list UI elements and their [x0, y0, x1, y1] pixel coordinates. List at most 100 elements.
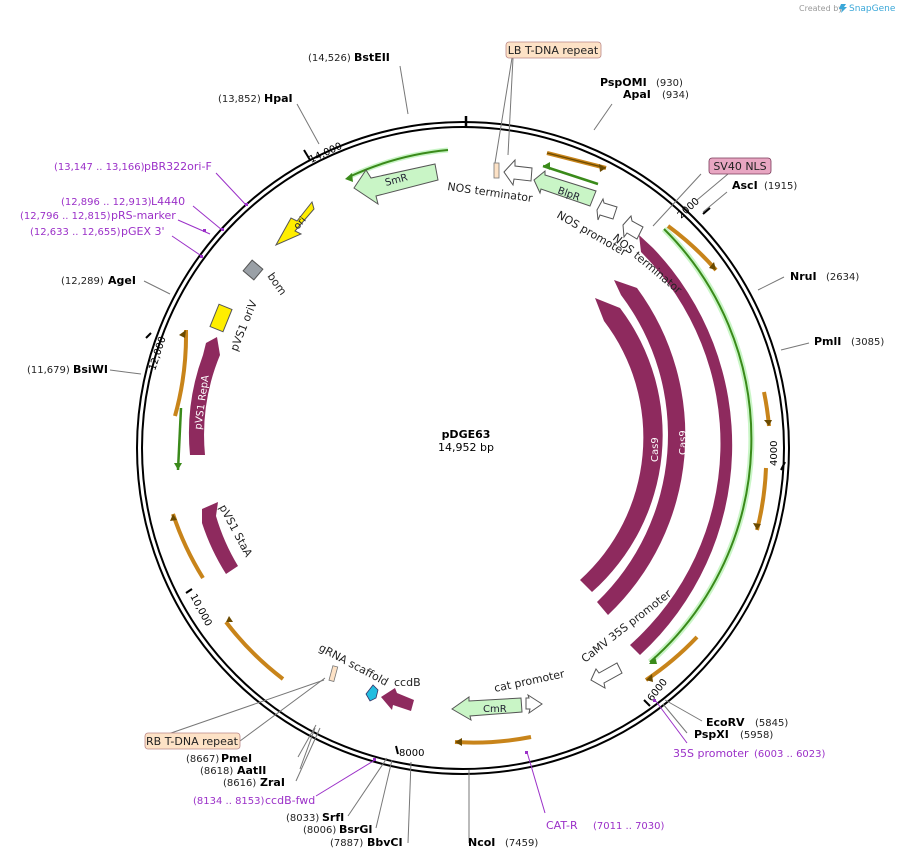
rb-tdna-marker[interactable]	[328, 665, 339, 682]
site-agei[interactable]: (12,289) AgeI	[61, 274, 136, 287]
green-arrowhead-right	[649, 656, 657, 664]
svg-text:(3085): (3085)	[851, 337, 884, 348]
svg-text:RB T-DNA repeat: RB T-DNA repeat	[146, 735, 239, 748]
svg-text:(13,852): (13,852)	[218, 94, 261, 105]
green-arrowhead-top	[543, 162, 550, 170]
svg-text:(8134 .. 8153): (8134 .. 8153)	[193, 796, 265, 807]
primer-ccdb-fwd[interactable]: (8134 .. 8153) ccdB-fwd	[193, 794, 315, 807]
orange-arc-left-bottom	[224, 620, 285, 681]
svg-text:(12,289): (12,289)	[61, 276, 104, 287]
site-pmli[interactable]: PmlI (3085)	[814, 335, 884, 348]
camv-small-arrow[interactable]	[590, 662, 623, 689]
lb-tdna-marker[interactable]	[493, 162, 500, 179]
sv40-nls-box[interactable]: SV40 NLS	[708, 157, 772, 175]
site-asci[interactable]: AscI (1915)	[732, 179, 797, 192]
primer-prs-marker[interactable]: (12,796 .. 12,815) pRS-marker	[20, 209, 176, 222]
primer-pbr322ori-f[interactable]: (13,147 .. 13,166) pBR322ori-F	[54, 160, 212, 173]
svg-text:PmeI: PmeI	[221, 752, 252, 765]
cas9-label-inner: Cas9	[650, 437, 661, 462]
site-ncoi[interactable]: NcoI (7459)	[468, 836, 538, 849]
svg-text:pBR322ori-F: pBR322ori-F	[144, 160, 212, 173]
svg-text:AscI: AscI	[732, 179, 758, 192]
svg-text:(7459): (7459)	[505, 838, 538, 849]
site-aatii[interactable]: (8618) AatII	[200, 764, 266, 777]
primer-pgex-3[interactable]: (12,633 .. 12,655) pGEX 3'	[30, 225, 165, 238]
cas9-label-outer: Cas9	[732, 430, 743, 455]
ccdb-arrow[interactable]	[381, 688, 414, 711]
green-arrowhead-left	[174, 463, 182, 470]
sv40-leader	[652, 173, 702, 227]
primer-35s-promoter[interactable]: 35S promoter (6003 .. 6023)	[673, 747, 826, 760]
svg-text:(7011 .. 7030): (7011 .. 7030)	[593, 821, 665, 832]
site-pspomi[interactable]: PspOMI (930)	[600, 76, 683, 89]
svg-text:(934): (934)	[662, 90, 689, 101]
rb-tdna-box[interactable]: RB T-DNA repeat	[144, 732, 241, 750]
grna-scaffold-arrow[interactable]	[365, 684, 379, 702]
site-leader-lines	[109, 57, 810, 844]
tick-label-8000: 8000	[399, 748, 424, 759]
blpr-arrow[interactable]	[533, 169, 597, 207]
svg-text:(11,679): (11,679)	[27, 365, 70, 376]
nos-terminator-diag-arrow[interactable]	[622, 214, 644, 240]
svg-text:(8616): (8616)	[223, 778, 256, 789]
site-bsiwi[interactable]: (11,679) BsiWI	[27, 363, 108, 376]
cas9-arrow-outer[interactable]	[630, 235, 733, 655]
orange-arc-top-core	[546, 152, 607, 169]
bom-label: bom	[265, 270, 290, 297]
svg-text:CAT-R: CAT-R	[546, 819, 578, 832]
site-zrai[interactable]: (8616) ZraI	[223, 776, 285, 789]
nos-terminator-top-arrow[interactable]	[503, 158, 533, 187]
pvs1-repa-arrow[interactable]	[188, 337, 220, 455]
svg-text:AatII: AatII	[237, 764, 266, 777]
orange-arrowheads	[170, 164, 772, 746]
svg-text:pGEX 3': pGEX 3'	[121, 225, 165, 238]
site-pspxi[interactable]: PspXI (5958)	[694, 728, 773, 741]
svg-text:(7887): (7887)	[330, 838, 363, 849]
cat-promoter-arrow[interactable]	[525, 693, 543, 715]
svg-text:(5958): (5958)	[740, 730, 773, 741]
orange-arc-left-top	[173, 329, 189, 417]
green-arc-left	[176, 407, 183, 471]
svg-text:SrfI: SrfI	[322, 811, 344, 824]
svg-text:(13,147 .. 13,166): (13,147 .. 13,166)	[54, 162, 145, 173]
svg-text:(12,796 .. 12,815): (12,796 .. 12,815)	[20, 211, 111, 222]
svg-text:BbvCI: BbvCI	[367, 836, 403, 849]
site-apai[interactable]: ApaI (934)	[623, 88, 689, 101]
site-pmei[interactable]: (8667) PmeI	[186, 752, 252, 765]
tick-label-6000: 6000	[646, 677, 670, 704]
primer-l4440[interactable]: (12,896 .. 12,913) L4440	[61, 195, 185, 208]
site-hpai[interactable]: (13,852) HpaI	[218, 92, 293, 105]
site-nrui[interactable]: NruI (2634)	[790, 270, 859, 283]
cas9-label-middle: Cas9	[678, 430, 689, 455]
smr-green-arrowhead	[345, 173, 353, 182]
pvs1-oriv-box[interactable]	[209, 303, 233, 333]
orange-arc-right-3	[755, 467, 768, 531]
svg-text:ccdB-fwd: ccdB-fwd	[265, 794, 315, 807]
site-ecorv[interactable]: EcoRV (5845)	[706, 716, 788, 729]
svg-text:(8033): (8033)	[286, 813, 319, 824]
nos-promoter-arrow[interactable]	[596, 197, 618, 221]
bom-box[interactable]	[242, 259, 264, 281]
site-srfi[interactable]: (8033) SrfI	[286, 811, 344, 824]
svg-text:EcoRV: EcoRV	[706, 716, 745, 729]
svg-text:ApaI: ApaI	[623, 88, 651, 101]
cmr-arrow[interactable]	[451, 696, 523, 722]
plasmid-name: pDGE63	[442, 428, 491, 441]
cas9-arrow-middle[interactable]	[597, 280, 686, 615]
tick-label-10000: 10,000	[187, 592, 213, 628]
site-bsteii[interactable]: (14,526) BstEII	[308, 51, 390, 64]
site-bbvci[interactable]: (7887) BbvCI	[330, 836, 403, 849]
svg-text:AgeI: AgeI	[108, 274, 136, 287]
lb-tdna-box[interactable]: LB T-DNA repeat	[505, 41, 602, 59]
pvs1-staa-arrow[interactable]	[202, 502, 238, 574]
svg-text:BstEII: BstEII	[354, 51, 390, 64]
ori-arrow[interactable]	[274, 200, 315, 247]
smr-arrow[interactable]	[353, 163, 439, 206]
site-bsrgi[interactable]: (8006) BsrGI	[303, 823, 372, 836]
nos-terminator-top-label: NOS terminator	[447, 180, 534, 205]
primer-cat-r[interactable]: CAT-R (7011 .. 7030)	[546, 819, 665, 832]
cas9-arrow-inner[interactable]	[580, 298, 663, 592]
svg-text:LB T-DNA repeat: LB T-DNA repeat	[508, 44, 599, 57]
